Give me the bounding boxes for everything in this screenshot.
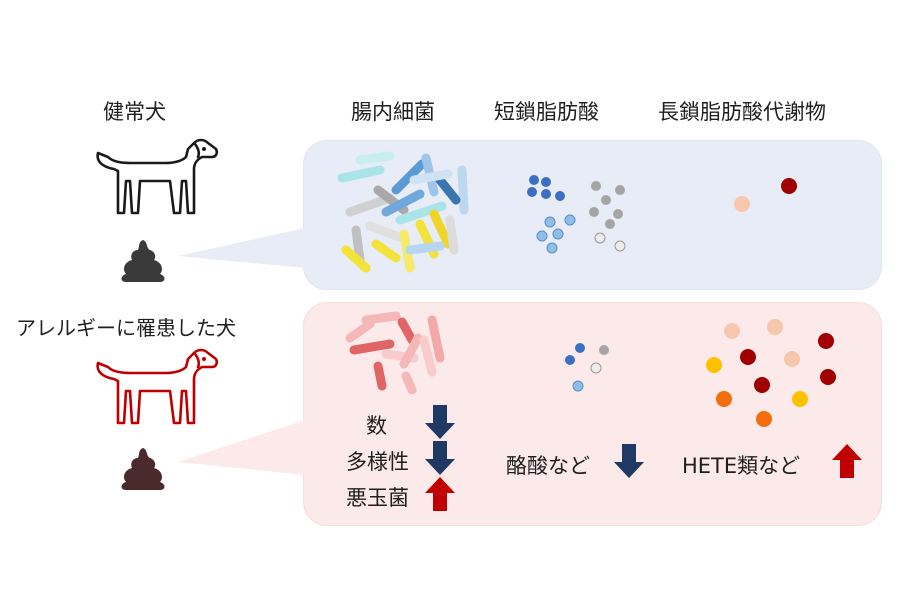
poop-icon (121, 240, 165, 282)
arrow-up-icon-lcfa (832, 444, 862, 478)
arrow-up-icon (425, 477, 455, 511)
bacteria-icon (337, 151, 469, 273)
header-healthy-dog: 健常犬 (103, 100, 166, 124)
finding-count: 数 (366, 414, 387, 438)
molecule-dot-icon-lcfa-allergic (706, 319, 836, 427)
finding-hete: HETE類など (682, 454, 801, 478)
bacteria-icon-allergic (345, 311, 445, 395)
header-gut-bacteria: 腸内細菌 (351, 100, 435, 124)
allergic-panel (303, 302, 882, 526)
allergic-dog-label: アレルギーに罹患した犬 (16, 316, 236, 340)
finding-bad-bacteria: 悪玉菌 (346, 486, 409, 510)
arrow-down-icon (425, 405, 455, 439)
dog-icon-allergic (96, 348, 219, 425)
finding-butyrate: 酪酸など (506, 454, 590, 478)
molecule-dot-icon-lcfa (734, 178, 797, 212)
dog-icon (96, 138, 219, 215)
molecule-dot-icon-allergic (565, 343, 609, 392)
finding-diversity: 多様性 (346, 450, 409, 474)
arrow-down-icon-scfa (614, 444, 644, 478)
molecule-dot-icon (527, 175, 626, 254)
poop-icon-allergic (121, 448, 165, 490)
header-lcfa-metabolites: 長鎖脂肪酸代謝物 (658, 100, 826, 124)
arrow-down-icon-2 (425, 441, 455, 475)
header-scfa: 短鎖脂肪酸 (494, 100, 599, 124)
